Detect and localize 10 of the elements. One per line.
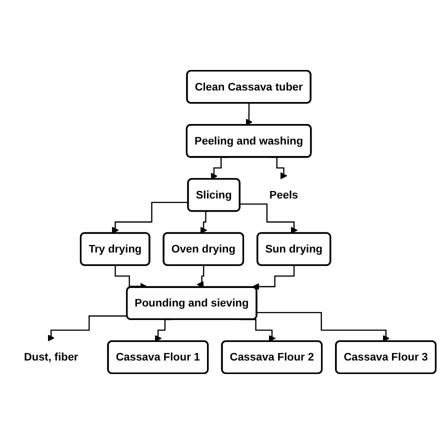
arrow: [200, 210, 208, 234]
arrow: [48, 315, 128, 342]
node-text: Peels: [269, 188, 298, 201]
arrow: [252, 264, 295, 290]
arrow: [256, 312, 390, 342]
arrow: [240, 203, 298, 234]
arrow: [112, 202, 188, 234]
arrow: [246, 102, 253, 126]
node-text: Dust, fiber: [24, 350, 78, 364]
arrow: [196, 264, 204, 288]
